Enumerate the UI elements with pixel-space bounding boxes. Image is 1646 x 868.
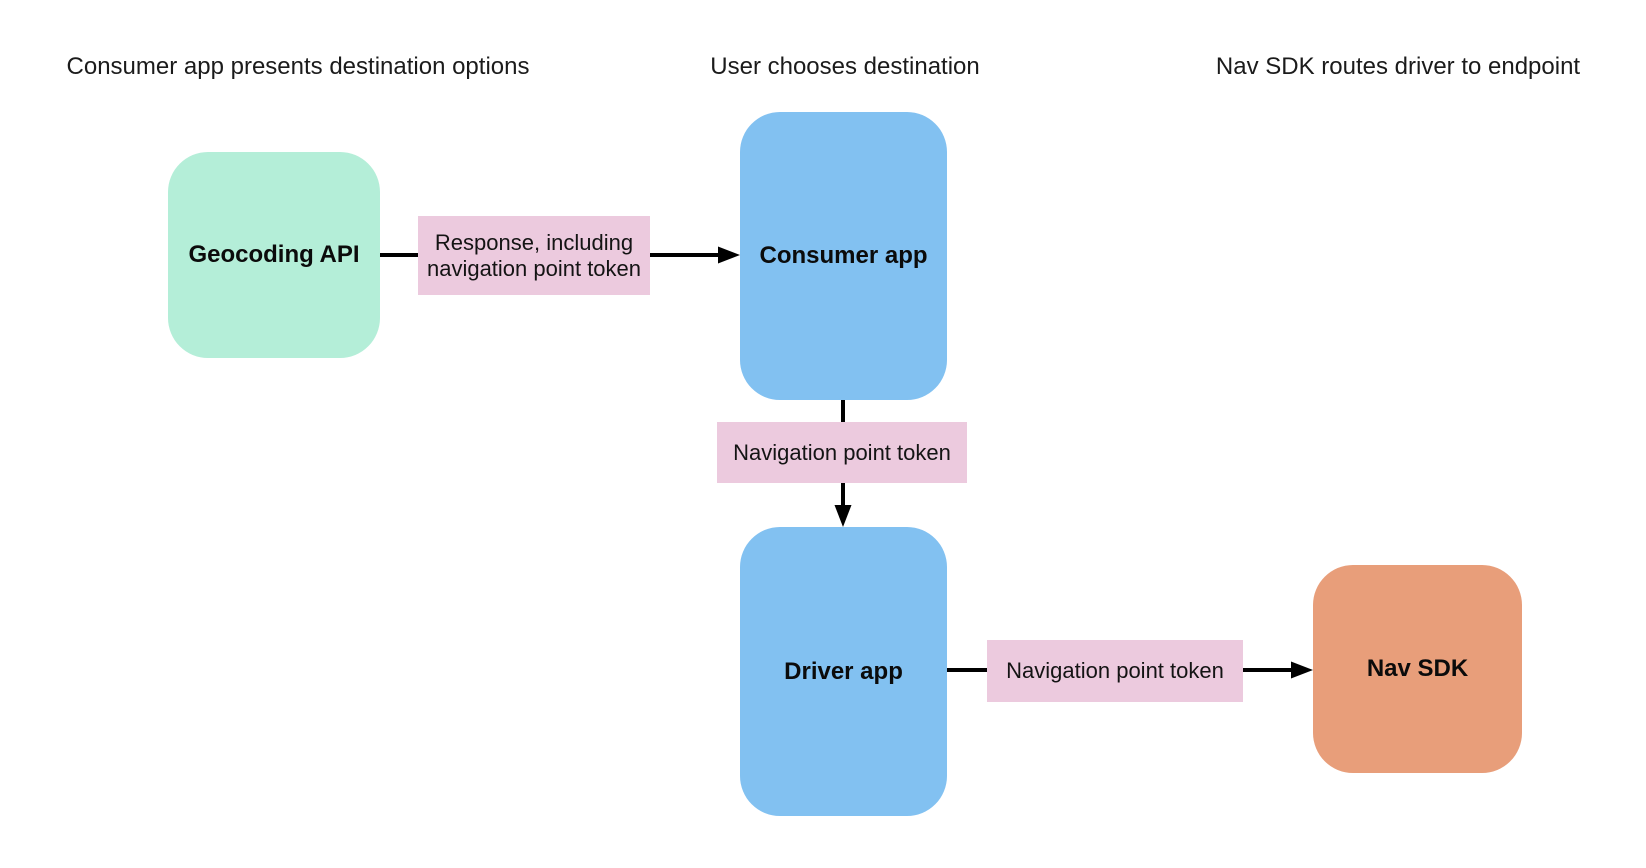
edge-label-text: Navigation point token — [1006, 658, 1224, 683]
phase-heading-navsdk-routes: Nav SDK routes driver to endpoint — [1215, 53, 1581, 80]
arrowhead-icon — [1291, 661, 1313, 679]
edge-label-response-including-token: Response, including navigation point tok… — [418, 216, 650, 295]
edge-label-navigation-point-token-1: Navigation point token — [717, 422, 967, 483]
phase-heading-consumer-presents: Consumer app presents destination option… — [66, 53, 530, 80]
node-driver-app: Driver app — [740, 527, 947, 816]
node-geocoding-api: Geocoding API — [168, 152, 380, 358]
edge-label-text: Navigation point token — [733, 439, 951, 465]
node-consumer-app-label: Consumer app — [759, 242, 928, 269]
node-nav-sdk: Nav SDK — [1313, 565, 1522, 773]
node-nav-sdk-label: Nav SDK — [1366, 655, 1469, 682]
edge-label-text: Response, including navigation point tok… — [426, 229, 642, 281]
node-consumer-app: Consumer app — [740, 112, 947, 400]
node-geocoding-api-label: Geocoding API — [188, 241, 360, 268]
arrowhead-icon — [718, 246, 740, 264]
arrowhead-icon — [834, 505, 852, 527]
node-driver-app-label: Driver app — [784, 657, 903, 685]
phase-heading-user-chooses: User chooses destination — [710, 53, 980, 80]
edge-label-navigation-point-token-2: Navigation point token — [987, 640, 1243, 702]
